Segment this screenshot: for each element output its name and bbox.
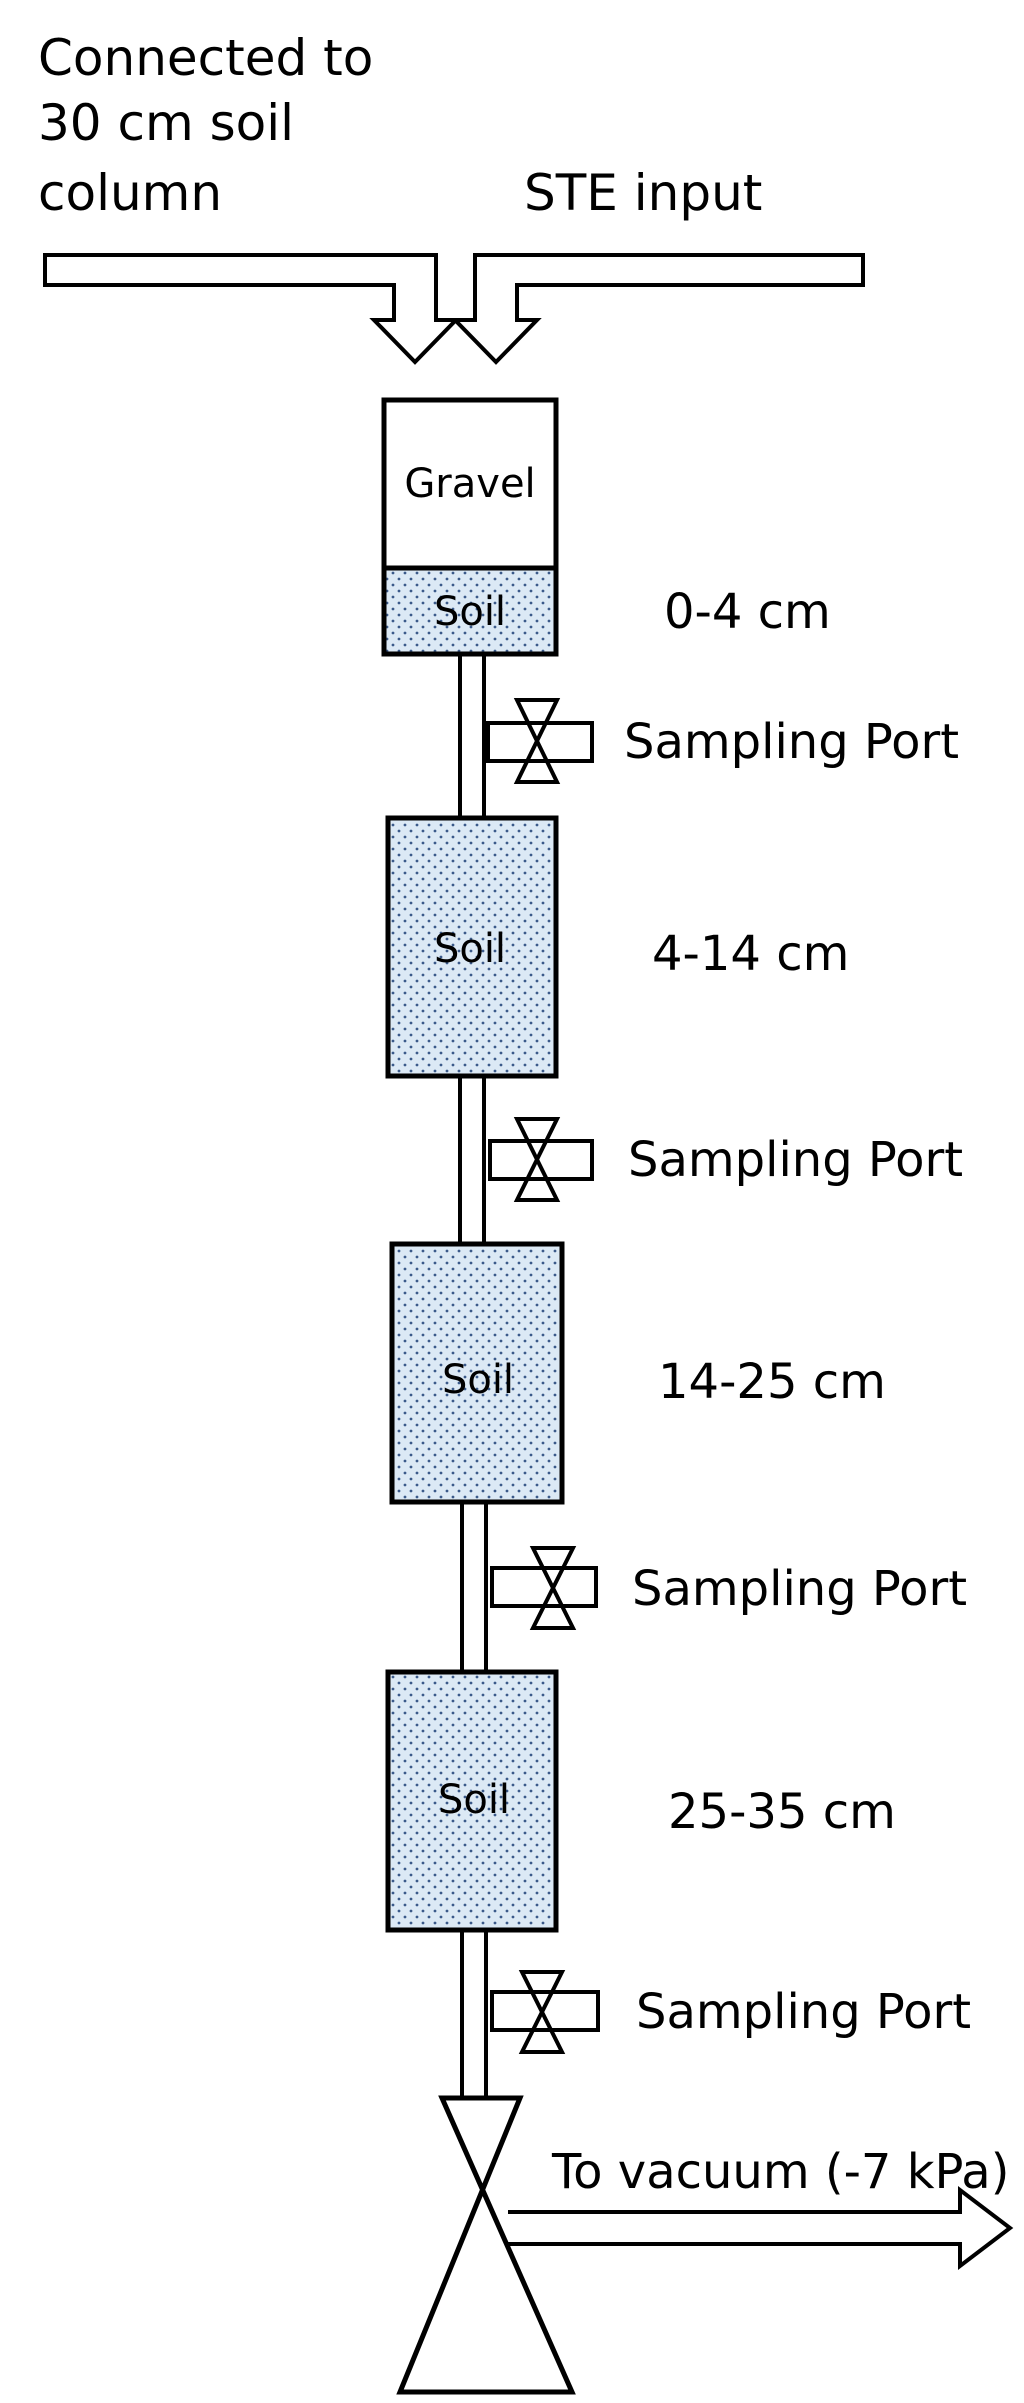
ste-input-label: STE input bbox=[524, 164, 762, 222]
sampling-port-2-body bbox=[488, 1139, 594, 1181]
sampling-port-3-valve-icon bbox=[529, 1546, 577, 1630]
depth-label-3: 14-25 cm bbox=[658, 1354, 886, 1410]
depth-label-4: 25-35 cm bbox=[668, 1784, 896, 1840]
sampling-port-1-body bbox=[486, 721, 594, 763]
soil-layer-3 bbox=[389, 1241, 565, 1505]
connected-label-line-3: column bbox=[38, 164, 222, 222]
sampling-port-4-body bbox=[490, 1990, 600, 2032]
connected-label-line-1: Connected to bbox=[38, 29, 373, 87]
soil-label-2: Soil bbox=[434, 926, 506, 972]
depth-label-2: 4-14 cm bbox=[652, 926, 849, 982]
sampling-port-label-4: Sampling Port bbox=[636, 1984, 971, 2040]
sampling-port-4-valve-icon bbox=[518, 1970, 566, 2054]
soil-label-1: Soil bbox=[434, 589, 506, 635]
vacuum-outlet-arrow bbox=[508, 2185, 1014, 2271]
soil-label-4: Soil bbox=[438, 1777, 510, 1823]
tube-segment-4 bbox=[460, 1928, 488, 2100]
ste-input-arrow bbox=[450, 253, 865, 365]
gravel-label: Gravel bbox=[404, 461, 535, 507]
tube-segment-2 bbox=[458, 1074, 486, 1246]
soil-label-3: Soil bbox=[442, 1357, 514, 1403]
tube-segment-1 bbox=[458, 652, 486, 820]
collection-flask-icon bbox=[396, 2095, 576, 2395]
depth-label-1: 0-4 cm bbox=[664, 584, 831, 640]
tube-segment-3 bbox=[460, 1500, 488, 1674]
sampling-port-label-3: Sampling Port bbox=[632, 1561, 967, 1617]
connected-inflow-arrow bbox=[43, 253, 461, 365]
sampling-port-2-valve-icon bbox=[513, 1117, 561, 1202]
vacuum-label: To vacuum (-7 kPa) bbox=[551, 2144, 1009, 2200]
connected-label-line-2: 30 cm soil bbox=[38, 94, 294, 152]
sampling-port-label-1: Sampling Port bbox=[624, 714, 959, 770]
sampling-port-label-2: Sampling Port bbox=[628, 1132, 963, 1188]
sampling-port-1-valve-icon bbox=[513, 698, 561, 784]
gravel-layer bbox=[381, 397, 559, 571]
